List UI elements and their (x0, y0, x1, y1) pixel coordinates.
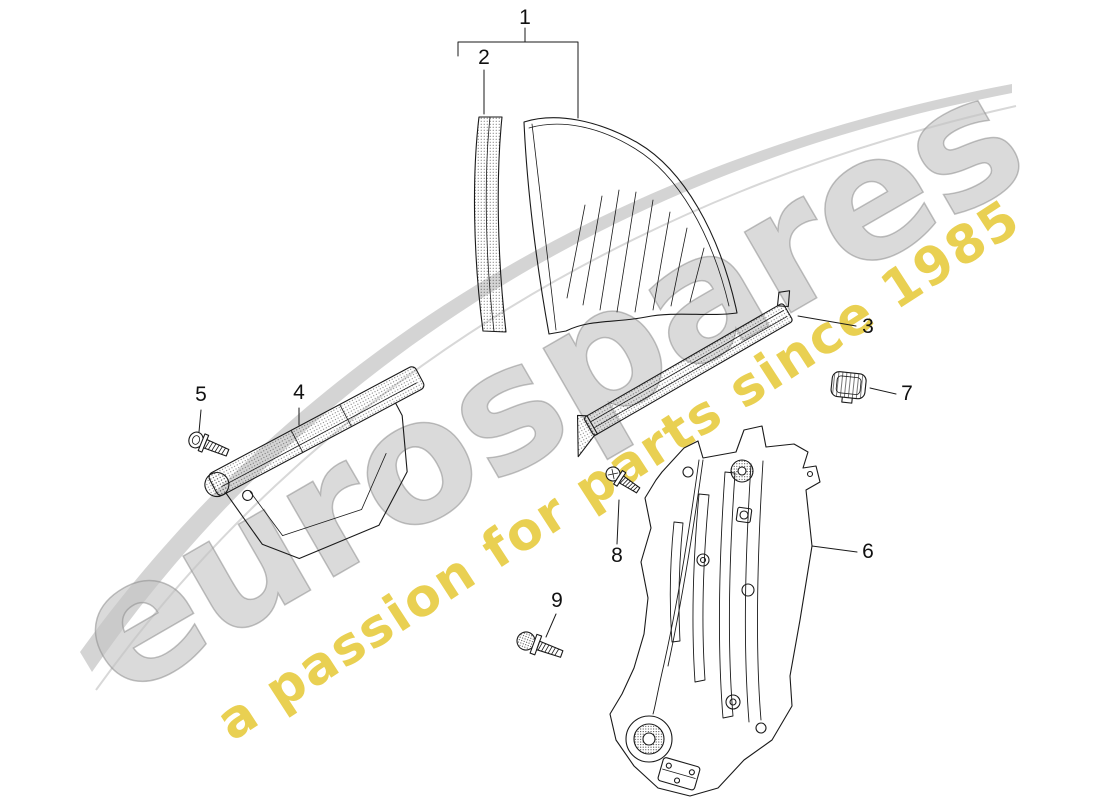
part-window-sealing-strip (576, 290, 793, 458)
callout-2: 2 (478, 46, 490, 69)
part-window-guide-seal (473, 116, 507, 333)
callout-4: 4 (293, 381, 305, 404)
callout-7: 7 (901, 382, 913, 405)
part-side-window-glass (523, 117, 738, 335)
callout-labels: 1 2 3 4 5 6 7 8 9 (195, 6, 913, 612)
part-screw-5 (188, 431, 230, 457)
part-fastener-9 (516, 631, 564, 658)
part-fastener-8 (605, 466, 641, 494)
callout-6: 6 (862, 540, 874, 563)
part-clip (830, 371, 867, 404)
part-trim-panel (204, 366, 425, 560)
part-window-regulator (609, 425, 821, 797)
callout-8: 8 (611, 544, 623, 567)
callout-1: 1 (519, 6, 531, 29)
callout-5: 5 (195, 383, 207, 406)
callout-3: 3 (862, 315, 874, 338)
callout-leader-lines (198, 27, 897, 638)
callout-9: 9 (551, 589, 563, 612)
